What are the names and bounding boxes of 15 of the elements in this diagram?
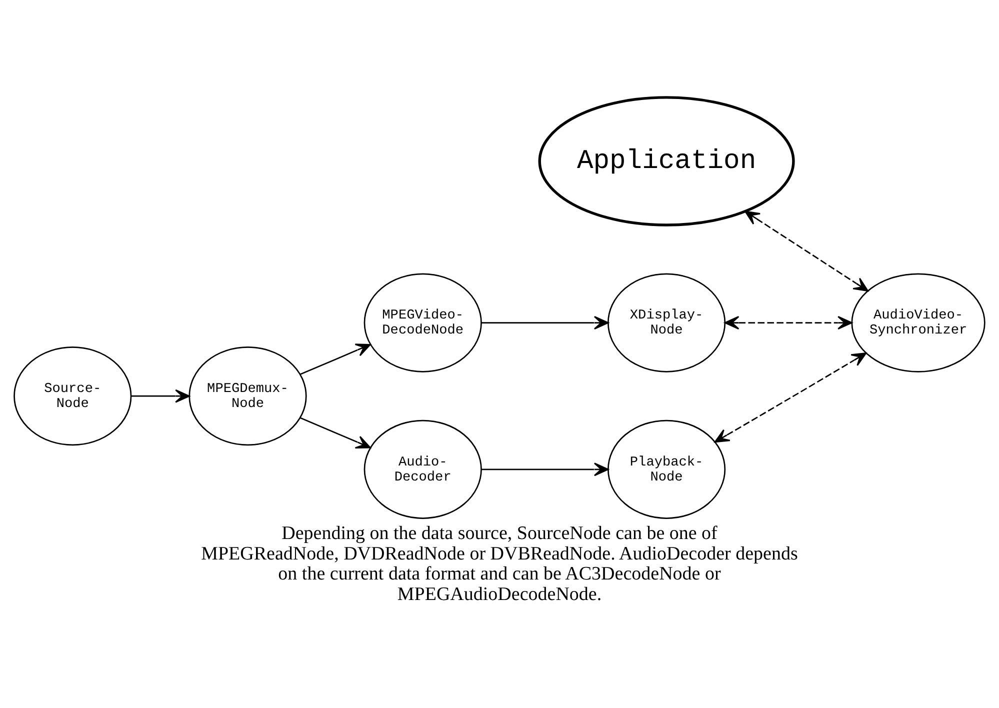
arrow — [131, 389, 190, 403]
arrow — [724, 316, 852, 330]
node-ellipse: Audio- Decoder — [364, 420, 482, 519]
node-ellipse: MPEGVideo- DecodeNode — [364, 273, 482, 372]
arrow — [300, 344, 371, 375]
arrow — [744, 210, 868, 292]
arrow — [481, 462, 609, 476]
caption: Depending on the data source, SourceNode can be one of MPEGReadNode, DVDReadNode or DVBReadNode. AudioDecoder depends on the current data format and can be AC3DecodeNode or MPEGAudioDecodeNode. — [201, 522, 798, 605]
node-ellipse: MPEGDemux- Node — [188, 346, 307, 446]
node-ellipse: Source- Node — [14, 346, 132, 446]
arrow — [300, 417, 371, 449]
node-ellipse: XDisplay- Node — [608, 273, 726, 372]
arrow — [481, 316, 609, 330]
arrow — [714, 352, 867, 443]
node-ellipse: Playback- Node — [608, 420, 726, 519]
